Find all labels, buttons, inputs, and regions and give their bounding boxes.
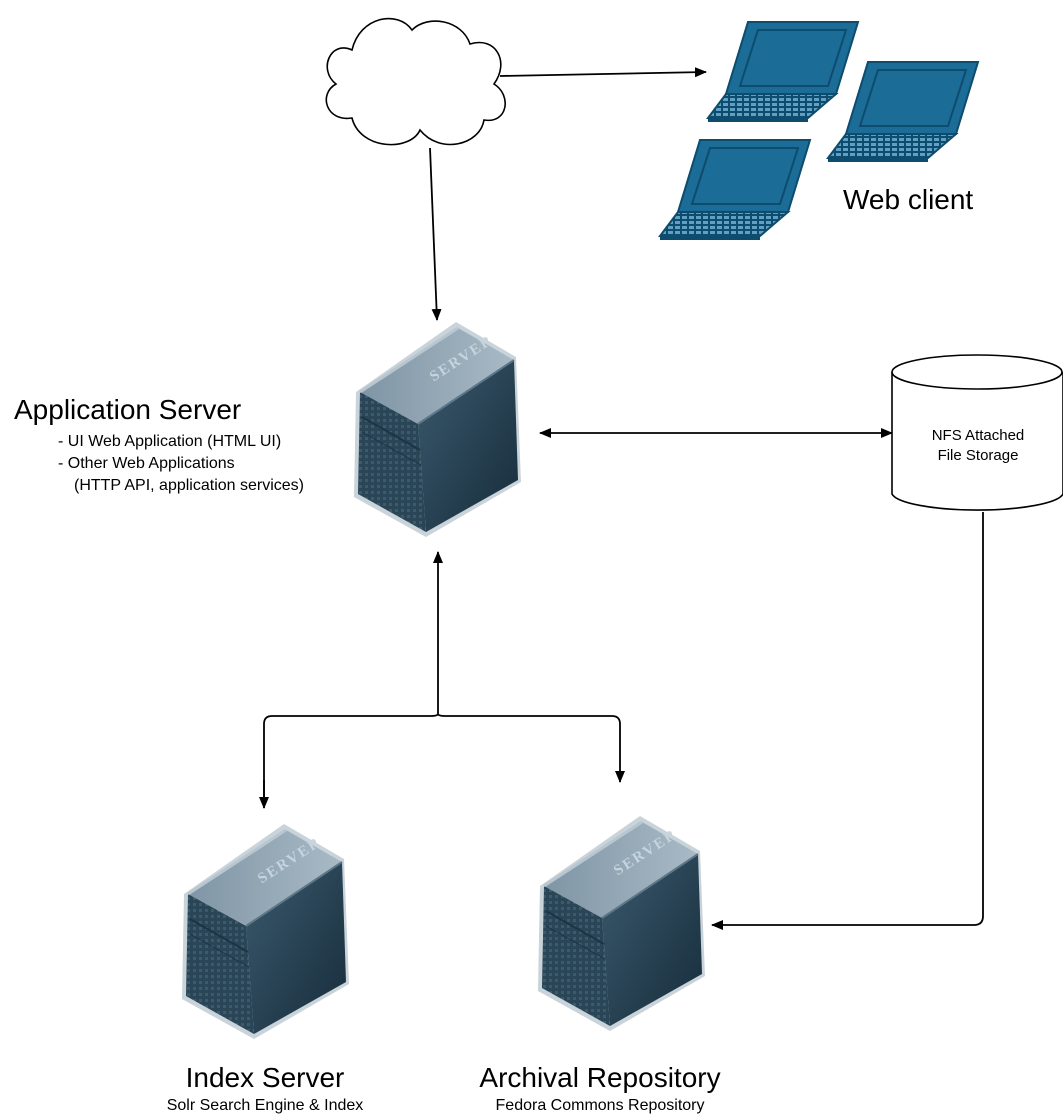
archival-repository-label: Archival Repository Fedora Commons Repos… <box>440 1062 760 1116</box>
index-server-label: Index Server Solr Search Engine & Index <box>120 1062 410 1116</box>
application-server-title: Application Server <box>14 394 242 425</box>
connector-split <box>263 713 625 808</box>
connectors <box>259 67 984 930</box>
arrow-nfs-to-archival <box>711 512 984 930</box>
nfs-storage-line-1: NFS Attached <box>931 427 1025 444</box>
application-server-icon: SERVER <box>352 320 523 539</box>
nfs-storage-cylinder-icon <box>891 354 1063 511</box>
application-server-detail-3: (HTTP API, application services) <box>74 477 305 494</box>
archival-repository-server-icon: SERVER <box>536 814 707 1033</box>
index-server-title: Index Server <box>185 1062 345 1093</box>
laptop-icon <box>707 21 859 123</box>
archival-repository-subtitle: Fedora Commons Repository <box>495 1097 705 1114</box>
arrow-cloud-to-app-server <box>429 147 442 321</box>
internet-cloud-icon <box>325 17 506 146</box>
laptop-icon <box>827 61 979 163</box>
laptop-icon <box>659 139 811 241</box>
index-server-subtitle: Solr Search Engine & Index <box>166 1097 364 1114</box>
application-server-detail-1: - UI Web Application (HTML UI) <box>58 433 282 450</box>
nfs-storage-label: NFS Attached File Storage <box>898 426 1058 466</box>
archival-repository-title: Archival Repository <box>479 1062 721 1093</box>
web-client-label: Web client <box>843 184 974 215</box>
index-server-icon: SERVER <box>180 822 351 1041</box>
arrow-cloud-to-web-client <box>499 67 707 78</box>
nfs-storage-line-2: File Storage <box>937 447 1019 464</box>
application-server-detail-2: - Other Web Applications <box>58 455 235 472</box>
